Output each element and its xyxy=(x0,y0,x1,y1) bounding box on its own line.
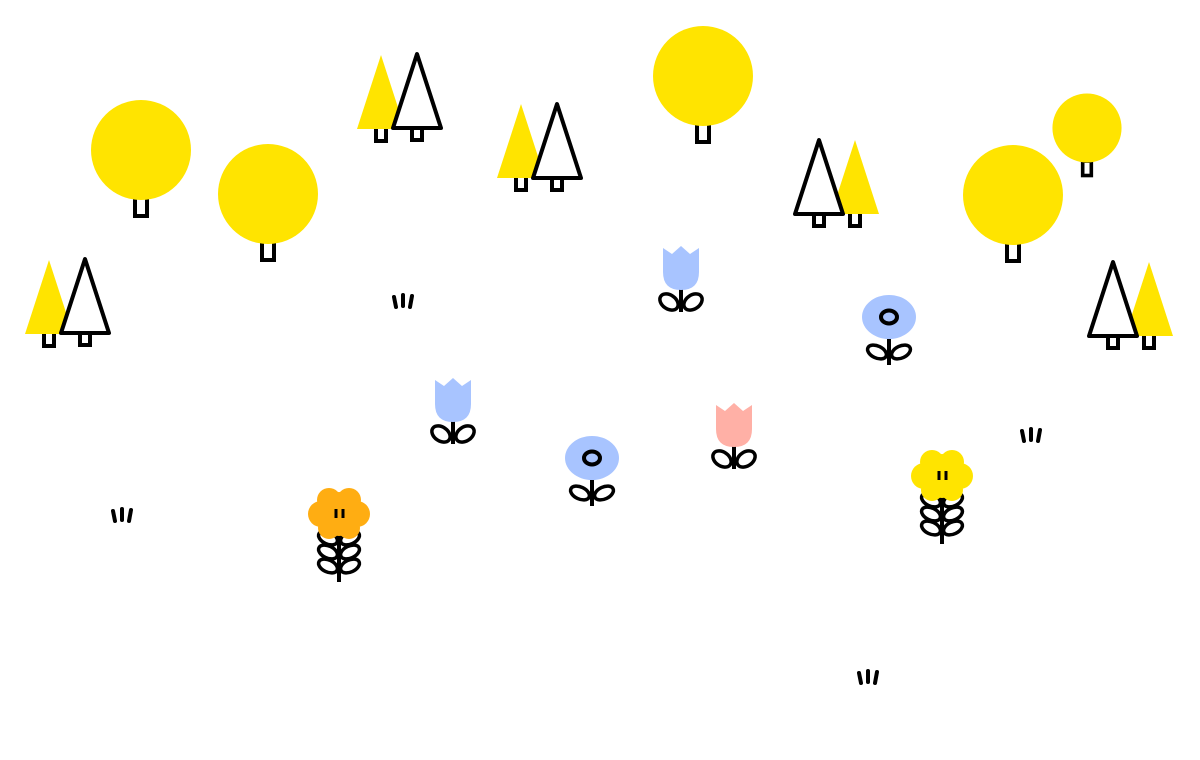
pine-pair xyxy=(23,257,111,348)
pine-pair xyxy=(495,102,583,192)
round-tree xyxy=(651,24,755,144)
grass-tuft xyxy=(1020,427,1042,443)
grass-tuft xyxy=(111,507,133,523)
round-tree-small xyxy=(1052,93,1122,178)
daisy-blue xyxy=(862,295,916,365)
smiley-flower-orange xyxy=(308,488,370,584)
pine-pair xyxy=(793,138,881,228)
tulip-blue xyxy=(426,378,480,448)
round-tree xyxy=(89,98,193,218)
pine-pair xyxy=(355,52,443,143)
smiley-flower-yellow xyxy=(911,450,973,546)
tulip-pink xyxy=(707,403,761,473)
daisy-blue xyxy=(565,436,619,506)
pine-pair xyxy=(1087,260,1175,350)
round-tree xyxy=(961,143,1065,263)
tulip-blue xyxy=(654,246,708,316)
grass-tuft xyxy=(857,669,879,685)
round-tree xyxy=(216,142,320,262)
grass-tuft xyxy=(392,293,414,309)
